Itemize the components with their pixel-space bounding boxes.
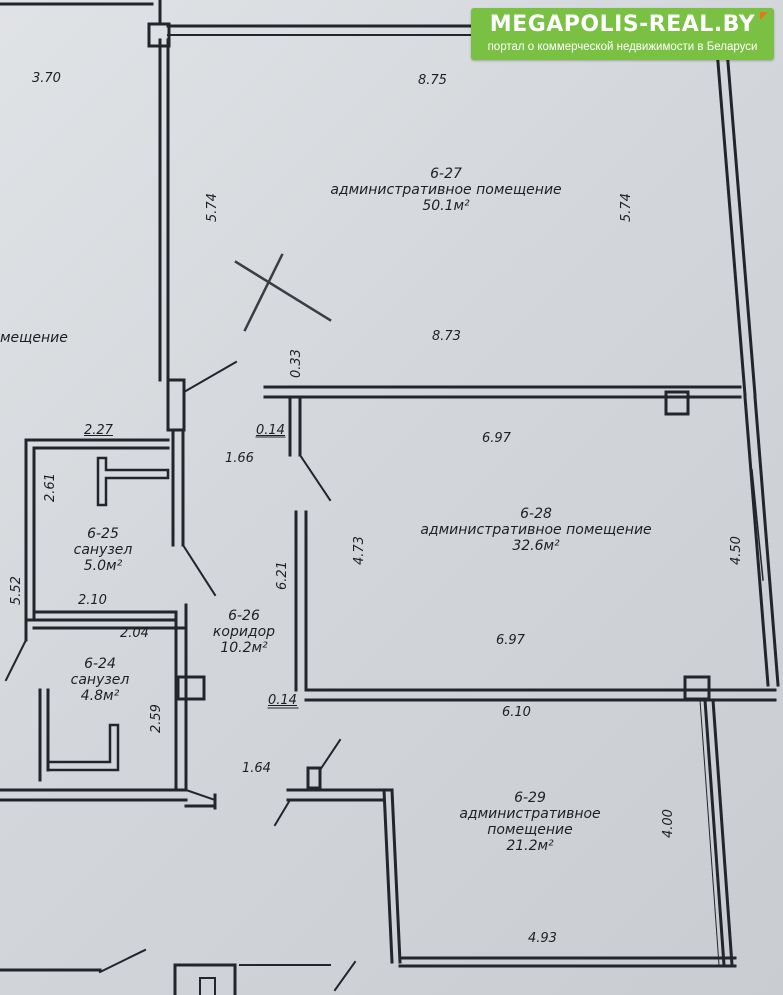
wall-right-outer [715,48,747,397]
dimension-label: 8.73 [432,329,461,344]
room-area: 32.6м² [512,538,560,555]
room-number: 6-27 [430,166,462,182]
room-name: помещение [487,822,573,839]
dimension-label: 2.27 [84,423,113,438]
dimension-label: 4.50 [729,536,744,565]
dimension-label: 6.10 [502,705,531,720]
dimension-label: 2.59 [149,704,164,733]
room-name: административное [459,806,601,823]
dimension-label: 0.14 [256,423,285,438]
dimension-label: 2.10 [78,593,107,608]
room-label-6-28: 6-28 административное помещение 32.6м² [420,506,651,554]
room-label-6-24: 6-24 санузел 4.8м² [71,656,130,704]
dimension-label: 2.04 [120,626,149,641]
room-label-6-29: 6-29 административное помещение 21.2м² [459,790,600,854]
dimension-label: 0.14 [268,693,297,708]
room-name: административное помещение [330,182,562,199]
dimension-label: 1.64 [242,761,271,776]
room-name: коридор [212,624,276,641]
dimension-label: 3.70 [32,71,61,86]
dimension-label: 0.33 [289,349,304,378]
dimension-label: 6.97 [496,633,525,648]
room-number: 6-28 [520,506,552,522]
room-label-6-25: 6-25 санузел 5.0м² [74,526,133,574]
wall-28-right [743,395,770,687]
column [306,766,322,790]
room-name: санузел [73,542,133,559]
room-number: 6-29 [514,790,546,806]
room-name: административное помещение [420,522,652,539]
room-label-6-27: 6-27 административное помещение 50.1м² [330,166,561,214]
room-area: 21.2м² [506,838,554,855]
column [683,675,711,701]
dimension-label: 2.61 [43,473,58,502]
room-number: 6-24 [84,656,116,672]
dimension-label: 8.75 [418,73,447,88]
watermark-subtitle: портал о коммерческой недвижимости в Бел… [487,41,758,53]
room-number: 6-25 [87,526,119,542]
dimension-label: 4.73 [352,536,367,565]
dimension-label: 6.97 [482,431,511,446]
brand-flag-icon [760,12,768,20]
room-area: 4.8м² [80,688,120,705]
room-name: санузел [70,672,130,689]
watermark-title: MEGAPOLIS-REAL.BY [489,12,756,37]
dimension-label: 1.66 [225,451,254,466]
dimension-label: 5.52 [9,576,24,605]
dimension-label: 4.00 [661,809,676,838]
room-number: 6-26 [228,608,260,624]
room-label-fragment: мещение [0,330,68,346]
dimension-label: 6.21 [275,561,290,590]
dimension-label: 5.74 [205,193,220,222]
column [176,675,206,701]
room-area: 10.2м² [220,640,268,657]
room-area: 50.1м² [422,198,470,215]
site-watermark: MEGAPOLIS-REAL.BY портал о коммерческой … [471,8,774,60]
room-label-6-26: 6-26 коридор 10.2м² [213,608,275,656]
room-area: 5.0м² [83,558,123,575]
dimension-label: 4.93 [528,931,557,946]
column [664,390,690,416]
column [166,378,186,432]
dimension-label: 5.74 [619,193,634,222]
